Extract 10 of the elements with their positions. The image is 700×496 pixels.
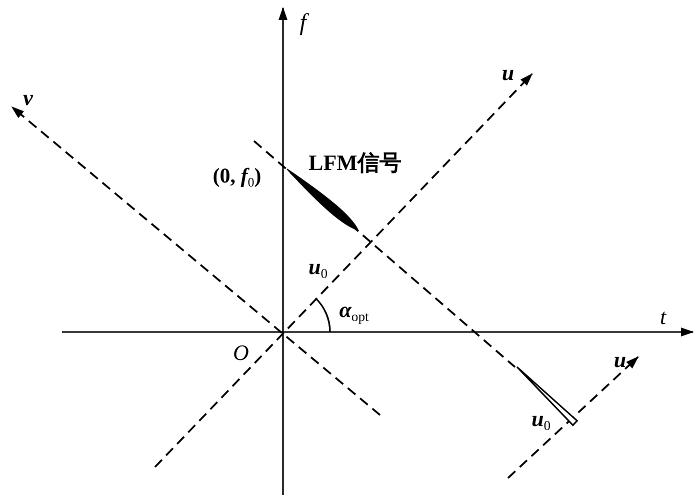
axis-label: t (660, 306, 666, 328)
origin-label: O (233, 342, 249, 364)
axis-label: f (300, 11, 306, 35)
coordinate-label: (0, f$_{0}$) (212, 166, 262, 186)
offset-label: u$_{0}$ (531, 408, 551, 430)
axis-label: u (502, 62, 514, 84)
offset-label: u$_{0}$ (308, 256, 328, 278)
signal-label: LFM信号 (308, 152, 402, 174)
axis-label: u (614, 349, 626, 371)
axis-label: v (23, 87, 33, 109)
